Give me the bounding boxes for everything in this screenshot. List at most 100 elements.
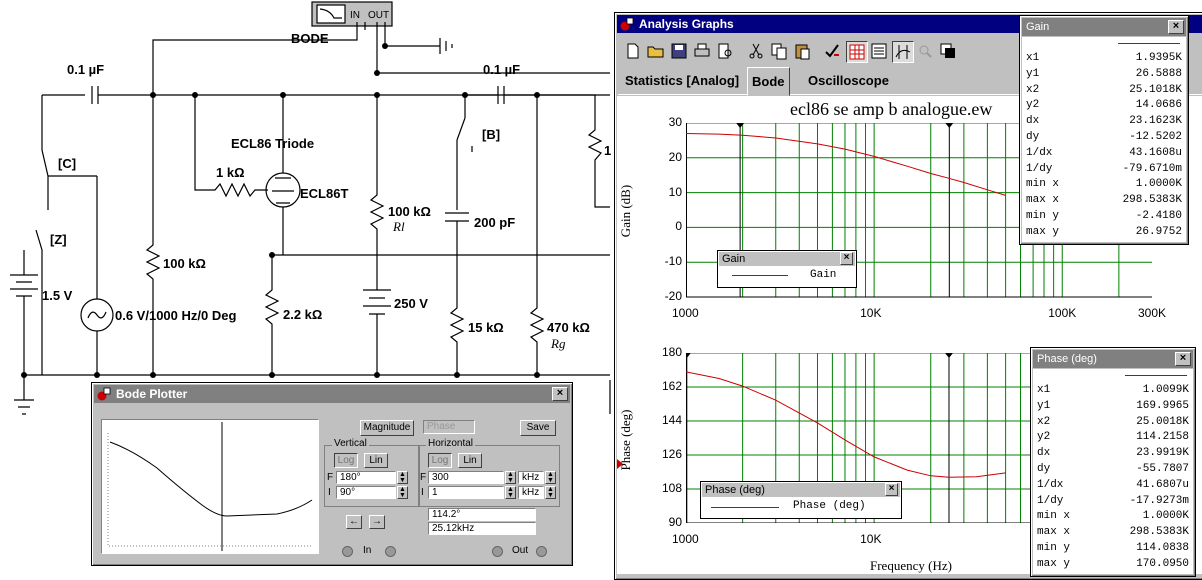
vertical-final-spinner[interactable]: ▲▼ [397,471,408,484]
cursor-right-button[interactable]: → [369,515,385,529]
tab-strip [618,94,1202,95]
close-icon[interactable]: × [552,387,568,401]
series-line [686,133,1006,196]
reverse-colors-icon[interactable] [938,41,958,61]
close-icon[interactable]: × [885,483,898,496]
vertical-initial-field[interactable]: 90° [336,486,396,499]
tab-bode[interactable]: Bode [747,67,790,96]
y-tick-label: 20 [668,149,682,164]
unit-final-spinner[interactable]: ▲▼ [545,471,556,484]
phase-readout-titlebar[interactable]: Phase (deg) [1033,350,1193,368]
in-terminal-minus-icon[interactable] [385,546,396,557]
cursors-toggle-icon[interactable] [892,41,914,63]
resistor-rl-label: 100 kΩ [388,204,431,219]
readout-value: 26.9752 [1135,225,1182,238]
close-icon[interactable]: × [1168,20,1184,34]
save-icon[interactable] [669,41,689,61]
readout-frequency: 25.12kHz [428,522,536,535]
series-line [686,371,1006,478]
readout-value: 298.5383K [1129,526,1189,539]
horizontal-lin-button[interactable]: Lin [458,453,482,468]
resistor-15k-label: 15 kΩ [468,320,504,335]
bode-plotter-titlebar[interactable]: Bode Plotter [94,385,570,403]
vertical-final-label: F [327,472,334,483]
vertical-label: Vertical [332,438,369,449]
phase-legend[interactable]: Phase (deg) × Phase (deg) [700,481,902,519]
zoom-icon[interactable] [915,41,935,61]
readout-row: 1/dy-79.6710m [1026,161,1182,177]
cut-icon[interactable] [746,41,766,61]
readout-value: 114.2158 [1136,431,1189,444]
readout-key: max y [1026,225,1060,238]
out-terminal-label: Out [512,545,529,556]
frequency-axis-label: Frequency (Hz) [870,558,952,573]
close-icon[interactable]: × [1175,352,1191,366]
horizontal-initial-spinner[interactable]: ▲▼ [505,486,516,499]
print-preview-icon[interactable] [715,41,735,61]
y-tick-label: 144 [661,413,682,427]
cursor-left-button[interactable]: ← [346,515,362,529]
tube-title-label: ECL86 Triode [231,136,315,151]
in-terminal-plus-icon[interactable] [342,546,353,557]
tab-oscilloscope[interactable]: Oscilloscope [808,73,889,88]
bode-plotter-title: Bode Plotter [116,387,188,401]
cursor-marker [944,353,953,358]
grid-toggle-icon[interactable] [846,41,868,63]
readout-value: 298.5383K [1122,194,1182,207]
unit-initial-spinner[interactable]: ▲▼ [545,486,556,499]
magnitude-button[interactable]: Magnitude [360,420,414,436]
readout-value: 1.0099K [1142,384,1189,396]
y-tick-label: -20 [664,289,682,303]
horizontal-final-unit[interactable]: kHz [518,471,544,484]
horizontal-final-spinner[interactable]: ▲▼ [505,471,516,484]
output-cap-label: 0.1 µF [483,62,521,77]
readout-key: dx [1037,447,1051,460]
gain-legend[interactable]: Gain × Gain [717,250,857,288]
horizontal-initial-field[interactable]: 1 [428,486,504,499]
vertical-initial-spinner[interactable]: ▲▼ [397,486,408,499]
phase-button[interactable]: Phase [423,420,475,434]
readout-value: 25.0018K [1136,415,1189,428]
save-button[interactable]: Save [520,420,556,436]
paste-icon[interactable] [792,41,812,61]
rg-name-label: Rg [551,336,566,351]
cursor-marker [945,123,954,128]
copy-icon[interactable] [769,41,789,61]
readout-value: 14.0686 [1135,99,1182,112]
out-terminal-plus-icon[interactable] [492,546,503,557]
tube-name-label: ECL86T [300,186,349,201]
gain-legend-title: Gain [719,252,855,266]
readout-row: min y-2.4180 [1026,208,1182,224]
phase-active-marker-icon [617,459,623,469]
vertical-lin-button[interactable]: Lin [364,453,388,468]
close-icon[interactable]: × [840,252,853,265]
horizontal-initial-unit[interactable]: kHz [518,486,544,499]
new-file-icon[interactable] [623,41,643,61]
vertical-final-field[interactable]: 180° [336,471,396,484]
print-icon[interactable] [692,41,712,61]
horizontal-log-button[interactable]: Log [428,453,452,468]
readout-value: 41.6807u [1136,478,1189,491]
horizontal-final-field[interactable]: 300 [428,471,504,484]
readout-key: max x [1037,526,1071,539]
gain-readout-title: Gain [1026,21,1050,33]
y-tick-label: 108 [661,481,682,495]
out-terminal-minus-icon[interactable] [536,546,547,557]
gain-readout-titlebar[interactable]: Gain [1022,18,1186,36]
gain-legend-swatch [732,275,788,276]
app-icon [97,387,111,401]
graph-title: ecl86 se amp b analogue.ew [790,99,993,119]
readout-value: 114.2° [428,508,536,521]
open-folder-icon[interactable] [646,41,666,61]
properties-icon[interactable] [822,41,842,61]
app-icon [620,17,634,31]
vertical-log-button[interactable]: Log [334,453,358,468]
legend-toggle-icon[interactable] [869,41,889,61]
tab-statistics[interactable]: Statistics [Analog] [625,73,740,88]
readout-row: dy-12.5202 [1026,129,1182,145]
